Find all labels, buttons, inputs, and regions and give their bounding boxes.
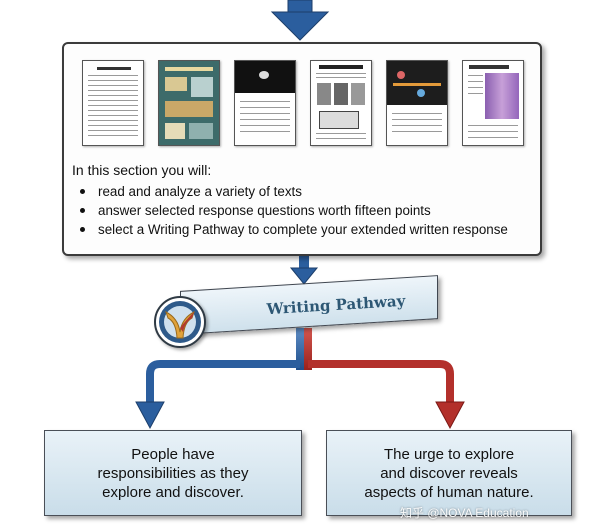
pathway-choice-right[interactable]: The urge to explore and discover reveals… bbox=[326, 430, 572, 516]
card-to-pathway-arrow bbox=[289, 256, 319, 285]
top-down-arrow bbox=[270, 0, 330, 41]
section-bullet-list: read and analyze a variety of texts answ… bbox=[78, 182, 508, 239]
text-thumbnails bbox=[78, 60, 528, 150]
photo-icon bbox=[234, 60, 296, 146]
choice-left-text: People have responsibilities as they exp… bbox=[97, 445, 249, 501]
section-intro: In this section you will: bbox=[72, 162, 212, 178]
timeline-icon bbox=[386, 60, 448, 146]
watermark: 知乎 @NOVA Education bbox=[400, 506, 529, 520]
infographic-icon bbox=[158, 60, 220, 146]
bullet-item: answer selected response questions worth… bbox=[78, 201, 508, 220]
bullet-item: select a Writing Pathway to complete you… bbox=[78, 220, 508, 239]
pathway-choice-left[interactable]: People have responsibilities as they exp… bbox=[44, 430, 302, 516]
bullet-item: read and analyze a variety of texts bbox=[78, 182, 508, 201]
pathway-split-connector bbox=[135, 328, 465, 430]
section-overview-card: In this section you will: read and analy… bbox=[62, 42, 542, 256]
newspaper-icon bbox=[310, 60, 372, 146]
document-icon bbox=[82, 60, 144, 146]
choice-right-text: The urge to explore and discover reveals… bbox=[364, 445, 534, 501]
article-icon bbox=[462, 60, 524, 146]
pathway-fork-icon bbox=[154, 296, 206, 348]
